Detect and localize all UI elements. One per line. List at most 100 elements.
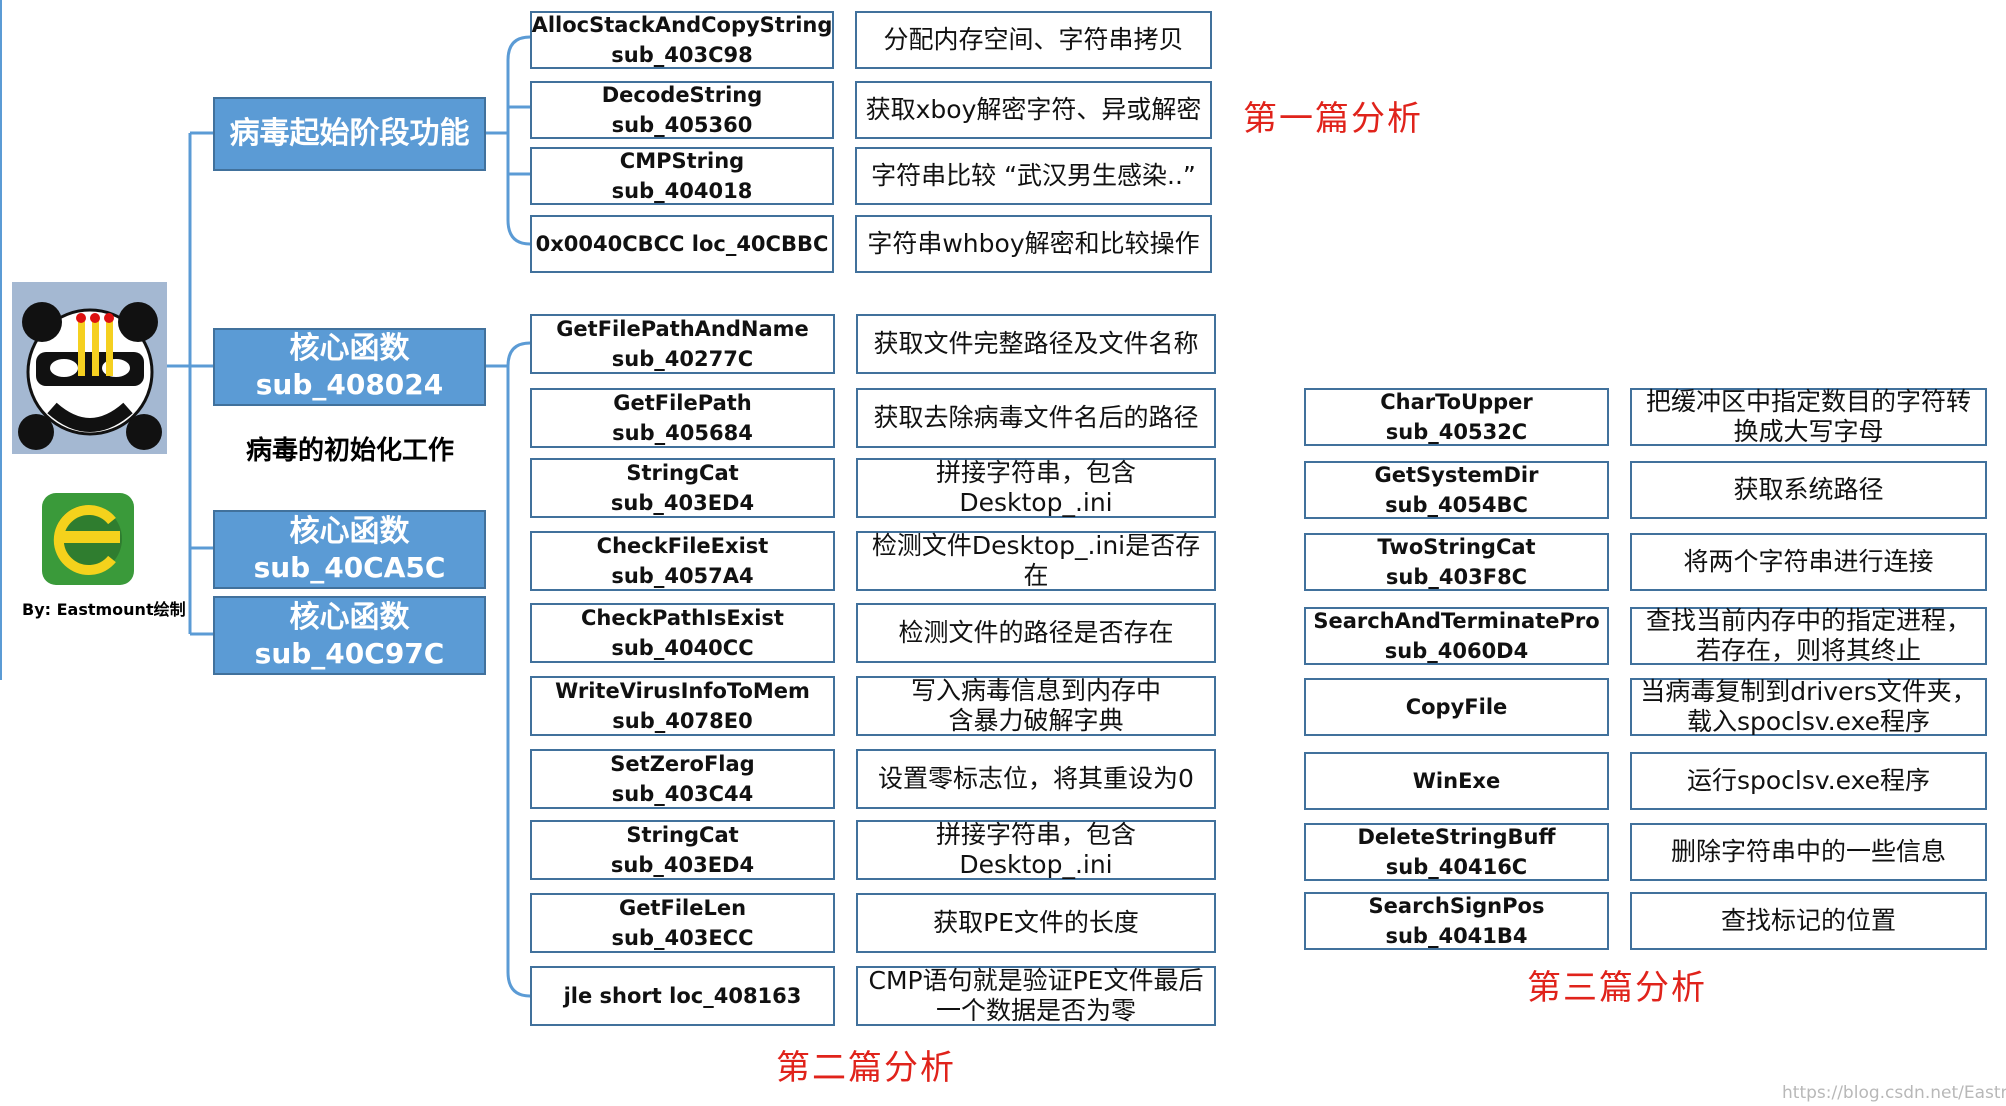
function-name: AllocStackAndCopyString <box>531 13 833 37</box>
description-box: 获取xboy解密字符、异或解密 <box>855 81 1212 139</box>
function-description: 写入病毒信息到内存中 含暴力破解字典 <box>910 676 1161 735</box>
function-description: 运行spoclsv.exe程序 <box>1686 766 1931 795</box>
function-description: 字符串whboy解密和比较操作 <box>867 229 1200 258</box>
function-address: sub_403F8C <box>1385 565 1528 589</box>
function-name: GetFilePath <box>613 391 752 415</box>
function-description: 获取文件完整路径及文件名称 <box>873 329 1199 358</box>
description-box: 字符串whboy解密和比较操作 <box>855 215 1212 273</box>
description-box: 获取文件完整路径及文件名称 <box>856 314 1216 374</box>
description-box: 删除字符串中的一些信息 <box>1630 823 1987 881</box>
category-core-40C97C: 核心函数 sub_40C97C <box>213 596 486 675</box>
function-box: GetFileLen sub_403ECC <box>530 893 835 953</box>
description-box: 写入病毒信息到内存中 含暴力破解字典 <box>856 676 1216 736</box>
function-box: StringCat sub_403ED4 <box>530 458 835 518</box>
function-description: 获取PE文件的长度 <box>933 908 1139 937</box>
function-description: 拼接字符串，包含Desktop_.ini <box>935 458 1136 517</box>
description-box: 拼接字符串，包含Desktop_.ini <box>856 458 1216 518</box>
description-box: 拼接字符串，包含Desktop_.ini <box>856 820 1216 880</box>
description-box: 当病毒复制到drivers文件夹， 载入spoclsv.exe程序 <box>1630 677 1987 736</box>
category-core-40CA5C: 核心函数 sub_40CA5C <box>213 510 486 589</box>
function-name: TwoStringCat <box>1377 535 1536 559</box>
function-box: CopyFile <box>1304 678 1609 736</box>
function-address: sub_403ED4 <box>610 853 755 877</box>
function-name: DeleteStringBuff <box>1357 825 1556 849</box>
function-box: CheckFileExist sub_4057A4 <box>530 531 835 591</box>
function-name: StringCat <box>626 823 739 847</box>
description-box: 设置零标志位，将其重设为0 <box>856 749 1216 809</box>
function-description: CMP语句就是验证PE文件最后 一个数据是否为零 <box>868 966 1204 1025</box>
function-address: sub_4057A4 <box>611 564 754 588</box>
author-credit: By: Eastmount绘制 <box>22 600 186 619</box>
function-address: sub_405684 <box>612 421 753 445</box>
function-box: WriteVirusInfoToMem sub_4078E0 <box>530 676 835 736</box>
description-box: CMP语句就是验证PE文件最后 一个数据是否为零 <box>856 966 1216 1026</box>
function-description: 字符串比较 “武汉男生感染..” <box>871 161 1196 190</box>
function-name: GetFileLen <box>618 896 747 920</box>
part-label-2: 第二篇分析 <box>776 1048 956 1088</box>
description-box: 将两个字符串进行连接 <box>1630 533 1987 591</box>
function-description: 将两个字符串进行连接 <box>1683 547 1934 576</box>
function-description: 把缓冲区中指定数目的字符转 换成大写字母 <box>1645 387 1971 446</box>
function-box: AllocStackAndCopyString sub_403C98 <box>530 11 834 69</box>
connector-g2-bracket <box>506 341 531 998</box>
function-name: WinExe <box>1412 769 1501 793</box>
function-address: sub_4041B4 <box>1385 924 1528 948</box>
panda-logo-icon <box>12 282 167 454</box>
watermark: https://blog.csdn.net/Eastmount <box>1782 1083 2006 1103</box>
function-address: sub_405360 <box>611 113 753 137</box>
function-name: WriteVirusInfoToMem <box>555 679 810 703</box>
function-address: sub_404018 <box>611 179 753 203</box>
function-address: sub_40277C <box>611 347 754 371</box>
function-name: SearchAndTerminatePro <box>1313 609 1600 633</box>
e-logo-icon <box>42 493 134 585</box>
function-box: GetFilePath sub_405684 <box>530 388 835 448</box>
function-address: sub_4040CC <box>611 636 754 660</box>
function-address: sub_403ECC <box>611 926 754 950</box>
category-sub: sub_408024 <box>255 368 444 401</box>
function-address: sub_403ED4 <box>610 491 755 515</box>
function-description: 检测文件的路径是否存在 <box>898 618 1174 647</box>
category-title: 病毒起始阶段功能 <box>229 116 470 151</box>
function-name: CopyFile <box>1405 695 1508 719</box>
function-address: sub_403C98 <box>611 43 753 67</box>
function-name: jle short loc_408163 <box>563 984 802 1008</box>
function-name: GetSystemDir <box>1374 463 1539 487</box>
function-description: 检测文件Desktop_.ini是否存在 <box>871 531 1201 590</box>
category-core-408024: 核心函数 sub_408024 <box>213 328 486 406</box>
function-description: 设置零标志位，将其重设为0 <box>878 764 1194 793</box>
description-box: 分配内存空间、字符串拷贝 <box>855 11 1212 69</box>
part-label-3: 第三篇分析 <box>1527 968 1707 1008</box>
function-name: 0x0040CBCC loc_40CBBC <box>535 232 829 256</box>
function-address: sub_4078E0 <box>612 709 753 733</box>
function-description: 获取去除病毒文件名后的路径 <box>873 403 1199 432</box>
function-address: sub_4060D4 <box>1384 639 1529 663</box>
function-description: 拼接字符串，包含Desktop_.ini <box>935 820 1136 879</box>
function-description: 查找当前内存中的指定进程， 若存在，则将其终止 <box>1645 606 1971 665</box>
category-virus-start: 病毒起始阶段功能 <box>213 97 486 171</box>
description-box: 查找标记的位置 <box>1630 892 1987 950</box>
description-box: 查找当前内存中的指定进程， 若存在，则将其终止 <box>1630 606 1987 665</box>
function-description: 分配内存空间、字符串拷贝 <box>883 25 1184 54</box>
description-box: 字符串比较 “武汉男生感染..” <box>855 147 1212 205</box>
function-name: StringCat <box>626 461 739 485</box>
function-box: TwoStringCat sub_403F8C <box>1304 533 1609 591</box>
function-box: 0x0040CBCC loc_40CBBC <box>530 215 834 273</box>
part-label-1: 第一篇分析 <box>1243 99 1423 139</box>
init-label: 病毒的初始化工作 <box>246 436 455 466</box>
function-box: GetFilePathAndName sub_40277C <box>530 314 835 374</box>
function-name: GetFilePathAndName <box>556 317 809 341</box>
function-name: CheckPathIsExist <box>581 606 784 630</box>
description-box: 把缓冲区中指定数目的字符转 换成大写字母 <box>1630 387 1987 446</box>
description-box: 获取PE文件的长度 <box>856 893 1216 953</box>
category-title: 核心函数 <box>289 513 410 549</box>
connector-g1-bracket <box>506 35 531 246</box>
function-description: 查找标记的位置 <box>1720 906 1896 935</box>
function-name: CheckFileExist <box>596 534 769 558</box>
